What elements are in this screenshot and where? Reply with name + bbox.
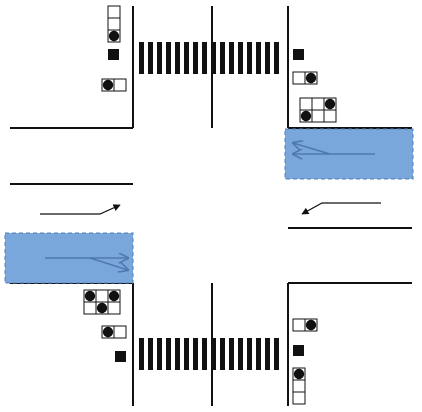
crosswalk-north-stripe — [139, 42, 144, 74]
signal-cell — [107, 5, 121, 19]
crosswalk-south-stripe — [211, 338, 216, 370]
crosswalk-north-stripe — [193, 42, 198, 74]
signal-cell — [113, 78, 127, 92]
turn-arrow-west-approach — [40, 204, 121, 215]
signal-lamp — [115, 351, 126, 362]
crosswalk-south-stripe — [202, 338, 207, 370]
crosswalk-south-stripe — [265, 338, 270, 370]
crosswalk-north-stripe — [229, 42, 234, 74]
crosswalk-north — [139, 42, 279, 74]
crosswalk-north-stripe — [175, 42, 180, 74]
crosswalk-south-stripe — [247, 338, 252, 370]
signal-lamp-on — [108, 30, 120, 42]
crosswalk-north-stripe — [274, 42, 279, 74]
signal-lamp-on — [102, 79, 114, 91]
crosswalk-south-stripe — [229, 338, 234, 370]
signal-south-east-vehicle — [292, 318, 318, 332]
signal-lamp — [293, 345, 304, 356]
crosswalk-south — [139, 338, 279, 370]
signal-north-west-vehicle — [101, 78, 127, 92]
signal-cell — [299, 97, 313, 111]
signal-cell — [311, 109, 325, 123]
signal-north-east-cluster — [299, 97, 337, 123]
crosswalk-south-stripe — [256, 338, 261, 370]
crosswalk-south-stripe — [184, 338, 189, 370]
signal-lamp-on — [324, 98, 336, 110]
signal-south-west-vehicle — [101, 325, 127, 339]
signal-cell — [292, 71, 306, 85]
signal-lamp-on — [305, 319, 317, 331]
signal-lamp-on — [84, 290, 96, 302]
crosswalk-south-stripe — [274, 338, 279, 370]
crosswalk-south-stripe — [166, 338, 171, 370]
lane-arrow-east-diagonal — [293, 143, 331, 155]
signal-south-east-pedestrian — [292, 367, 306, 405]
signal-cell — [323, 109, 337, 123]
signal-cell — [292, 318, 306, 332]
crosswalk-north-stripe — [184, 42, 189, 74]
signal-south-west-stop — [115, 351, 126, 362]
signal-cell — [292, 379, 306, 393]
signal-cell — [107, 17, 121, 31]
signal-cell — [107, 301, 121, 315]
signal-lamp-on — [300, 110, 312, 122]
crosswalk-north-stripe — [148, 42, 153, 74]
highlighted-lane-east — [284, 128, 414, 180]
signal-lamp-on — [108, 290, 120, 302]
signal-cell — [292, 391, 306, 405]
signal-lamp-on — [305, 72, 317, 84]
crosswalk-south-stripe — [220, 338, 225, 370]
signal-lamp — [108, 49, 119, 60]
signal-cell — [83, 301, 97, 315]
crosswalk-north-stripe — [247, 42, 252, 74]
crosswalk-south-stripe — [148, 338, 153, 370]
crosswalk-south-stripe — [139, 338, 144, 370]
signal-south-west-cluster — [83, 289, 121, 315]
signal-lamp-on — [293, 368, 305, 380]
signal-north-east-vehicle — [292, 71, 318, 85]
crosswalk-north-stripe — [238, 42, 243, 74]
signal-lamp-on — [96, 302, 108, 314]
signal-north-east-stop — [293, 49, 304, 60]
highlighted-lane-west — [4, 232, 134, 284]
signal-heads — [83, 5, 337, 405]
signal-cell — [311, 97, 325, 111]
signal-lamp — [293, 49, 304, 60]
lane-arrow-west-diagonal — [89, 257, 128, 270]
signal-north-west-pedestrian — [107, 5, 121, 43]
turn-arrow-east-approach — [301, 202, 381, 215]
signal-south-east-stop — [293, 345, 304, 356]
crosswalk-south-stripe — [157, 338, 162, 370]
signal-lamp-on — [102, 326, 114, 338]
crosswalk-north-stripe — [157, 42, 162, 74]
crosswalk-north-stripe — [166, 42, 171, 74]
signal-cell — [95, 289, 109, 303]
crosswalk-south-stripe — [193, 338, 198, 370]
crosswalk-south-stripe — [175, 338, 180, 370]
crosswalk-north-stripe — [256, 42, 261, 74]
crosswalk-south-stripe — [238, 338, 243, 370]
signal-cell — [113, 325, 127, 339]
crosswalk-north-stripe — [220, 42, 225, 74]
crosswalk-north-stripe — [202, 42, 207, 74]
crosswalk-north-stripe — [265, 42, 270, 74]
signal-north-west-stop — [108, 49, 119, 60]
crosswalk-north-stripe — [211, 42, 216, 74]
